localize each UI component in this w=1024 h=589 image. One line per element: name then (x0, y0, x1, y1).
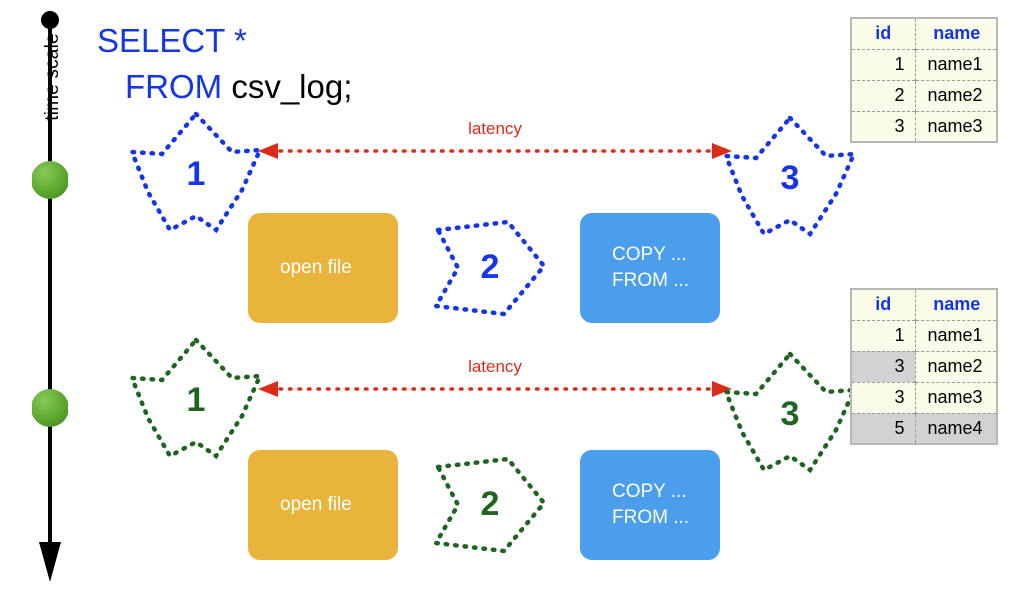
timeline-marker-1 (31, 161, 69, 199)
column-header-id: id (851, 289, 915, 320)
open-file-label-row-1: open file (280, 257, 352, 279)
timeline-end-arrow (39, 542, 61, 582)
column-header-id: id (851, 18, 915, 49)
sql-table-name: csv_log; (231, 67, 353, 105)
cell-name: name3 (914, 381, 997, 413)
copy-from-label-row-1: COPY ... FROM ... (612, 244, 690, 291)
column-header-name: name (914, 289, 997, 320)
open-file-box-row-2[interactable]: open file (248, 450, 398, 560)
sql-query-text: SELECT * FROM csv_log; (97, 18, 352, 109)
timeline-marker-2 (31, 389, 69, 427)
copy-from-box-row-2[interactable]: COPY ... FROM ... (580, 450, 720, 560)
copy-from-box-row-1[interactable]: COPY ... FROM ... (580, 213, 720, 323)
step-1-star-row-2: 1 (128, 334, 264, 462)
cell-id: 3 (851, 110, 915, 142)
open-file-label-row-2: open file (280, 494, 352, 516)
cell-id: 2 (851, 79, 915, 111)
cell-name: name2 (914, 79, 997, 111)
sql-select-keyword: SELECT * (97, 22, 247, 59)
open-file-box-row-1[interactable]: open file (248, 213, 398, 323)
step-3-number-row-2: 3 (780, 395, 800, 433)
cell-id: 1 (851, 48, 915, 80)
copy-from-label-row-2: COPY ... FROM ... (612, 481, 690, 528)
cell-name: name1 (914, 48, 997, 80)
latency-arrow-row-1: latency (258, 119, 732, 162)
step-3-star-row-1: 3 (722, 112, 858, 240)
cell-name: name4 (914, 412, 997, 444)
step-2-number-row-1: 2 (480, 248, 500, 286)
latency-label-row-1: latency (468, 119, 522, 138)
step-2-chevron-row-2: 2 (432, 455, 548, 555)
column-header-name: name (914, 18, 997, 49)
cell-id: 3 (851, 381, 915, 413)
step-2-chevron-row-1: 2 (432, 218, 548, 318)
latency-arrow-row-2: latency (258, 357, 732, 400)
sql-from-keyword: FROM (125, 67, 223, 105)
step-3-number-row-1: 3 (780, 159, 800, 197)
time-scale-label: time scale (42, 33, 63, 121)
step-1-number-row-2: 1 (186, 381, 206, 419)
latency-label-row-2: latency (468, 357, 522, 376)
cell-name: name3 (914, 110, 997, 142)
cell-name: name1 (914, 319, 997, 351)
cell-id: 1 (851, 319, 915, 351)
cell-id: 3 (851, 350, 915, 382)
time-scale-axis: time scale (31, 10, 69, 582)
step-1-star-row-1: 1 (128, 108, 264, 236)
step-3-star-row-2: 3 (722, 348, 858, 476)
step-1-number-row-1: 1 (186, 155, 206, 193)
cell-id: 5 (851, 412, 915, 444)
step-2-number-row-2: 2 (480, 485, 500, 523)
cell-name: name2 (914, 350, 997, 382)
